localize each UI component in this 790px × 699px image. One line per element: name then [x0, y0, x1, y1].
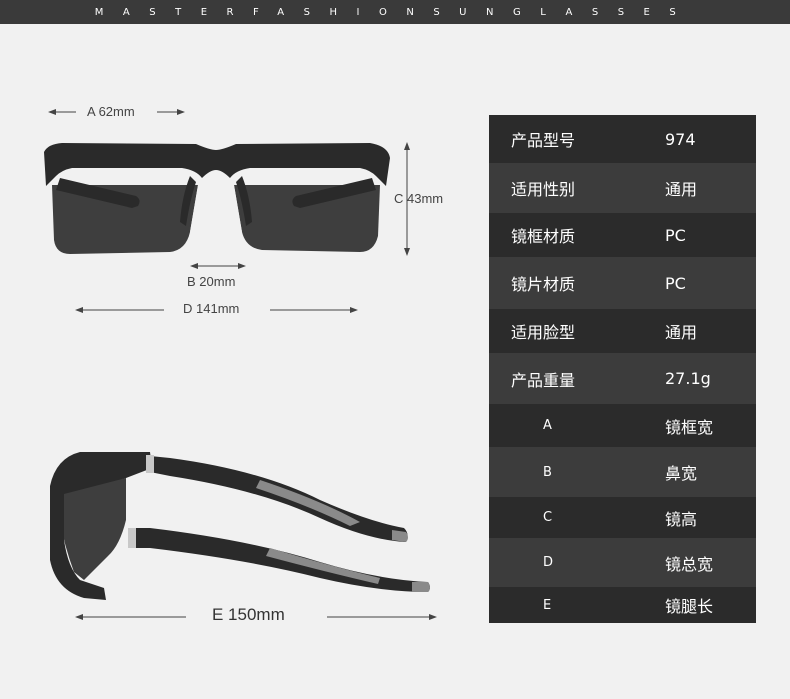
spec-value: 通用: [665, 180, 698, 199]
spec-label: B: [543, 464, 552, 480]
spec-row-frame-material: 镜框材质 PC: [489, 213, 756, 257]
spec-label: 适用性别: [511, 180, 576, 199]
spec-table: 产品型号 974 适用性别 通用 镜框材质 PC 镜片材质 PC 适用脸型 通用…: [489, 115, 756, 623]
dim-label-b: B 20mm: [187, 274, 236, 289]
spec-label: 产品型号: [511, 131, 576, 150]
spec-label: 适用脸型: [511, 323, 576, 342]
spec-value: PC: [665, 273, 686, 293]
dim-label-a: A 62mm: [87, 104, 135, 119]
spec-value: 鼻宽: [665, 464, 698, 483]
brand-text: MASTERFASHIONSUNGLASSES: [94, 6, 696, 18]
spec-row-a: A 镜框宽: [489, 404, 756, 447]
dim-label-d: D 141mm: [183, 301, 240, 316]
spec-value: 974: [665, 129, 696, 149]
spec-row-gender: 适用性别 通用: [489, 163, 756, 213]
spec-value: PC: [665, 225, 686, 245]
spec-row-lens-material: 镜片材质 PC: [489, 257, 756, 309]
spec-value: 镜框宽: [665, 417, 714, 437]
brand-header-bar: MASTERFASHIONSUNGLASSES: [0, 0, 790, 24]
spec-value: 镜腿长: [665, 597, 714, 616]
spec-label: E: [543, 597, 552, 613]
spec-label: C: [543, 510, 553, 525]
side-view-sunglasses: [50, 452, 430, 600]
spec-row-c: C 镜高: [489, 497, 756, 538]
spec-label: A: [543, 418, 552, 433]
spec-row-d: D 镜总宽: [489, 538, 756, 587]
spec-row-e: E 镜腿长: [489, 587, 756, 623]
spec-label: 镜片材质: [511, 275, 576, 294]
dim-label-c: C 43mm: [394, 191, 444, 206]
spec-row-weight: 产品重量 27.1g: [489, 353, 756, 404]
spec-label: 产品重量: [511, 370, 576, 390]
spec-row-face-shape: 适用脸型 通用: [489, 309, 756, 353]
front-view-sunglasses: [44, 143, 390, 254]
spec-label: D: [543, 555, 554, 570]
spec-value: 镜总宽: [665, 554, 714, 574]
spec-value: 27.1g: [665, 369, 711, 388]
spec-value: 通用: [665, 323, 698, 342]
spec-row-b: B 鼻宽: [489, 447, 756, 497]
dim-label-e: E 150mm: [212, 605, 285, 624]
spec-value: 镜高: [665, 509, 698, 529]
spec-label: 镜框材质: [511, 227, 576, 246]
spec-row-model: 产品型号 974: [489, 115, 756, 163]
